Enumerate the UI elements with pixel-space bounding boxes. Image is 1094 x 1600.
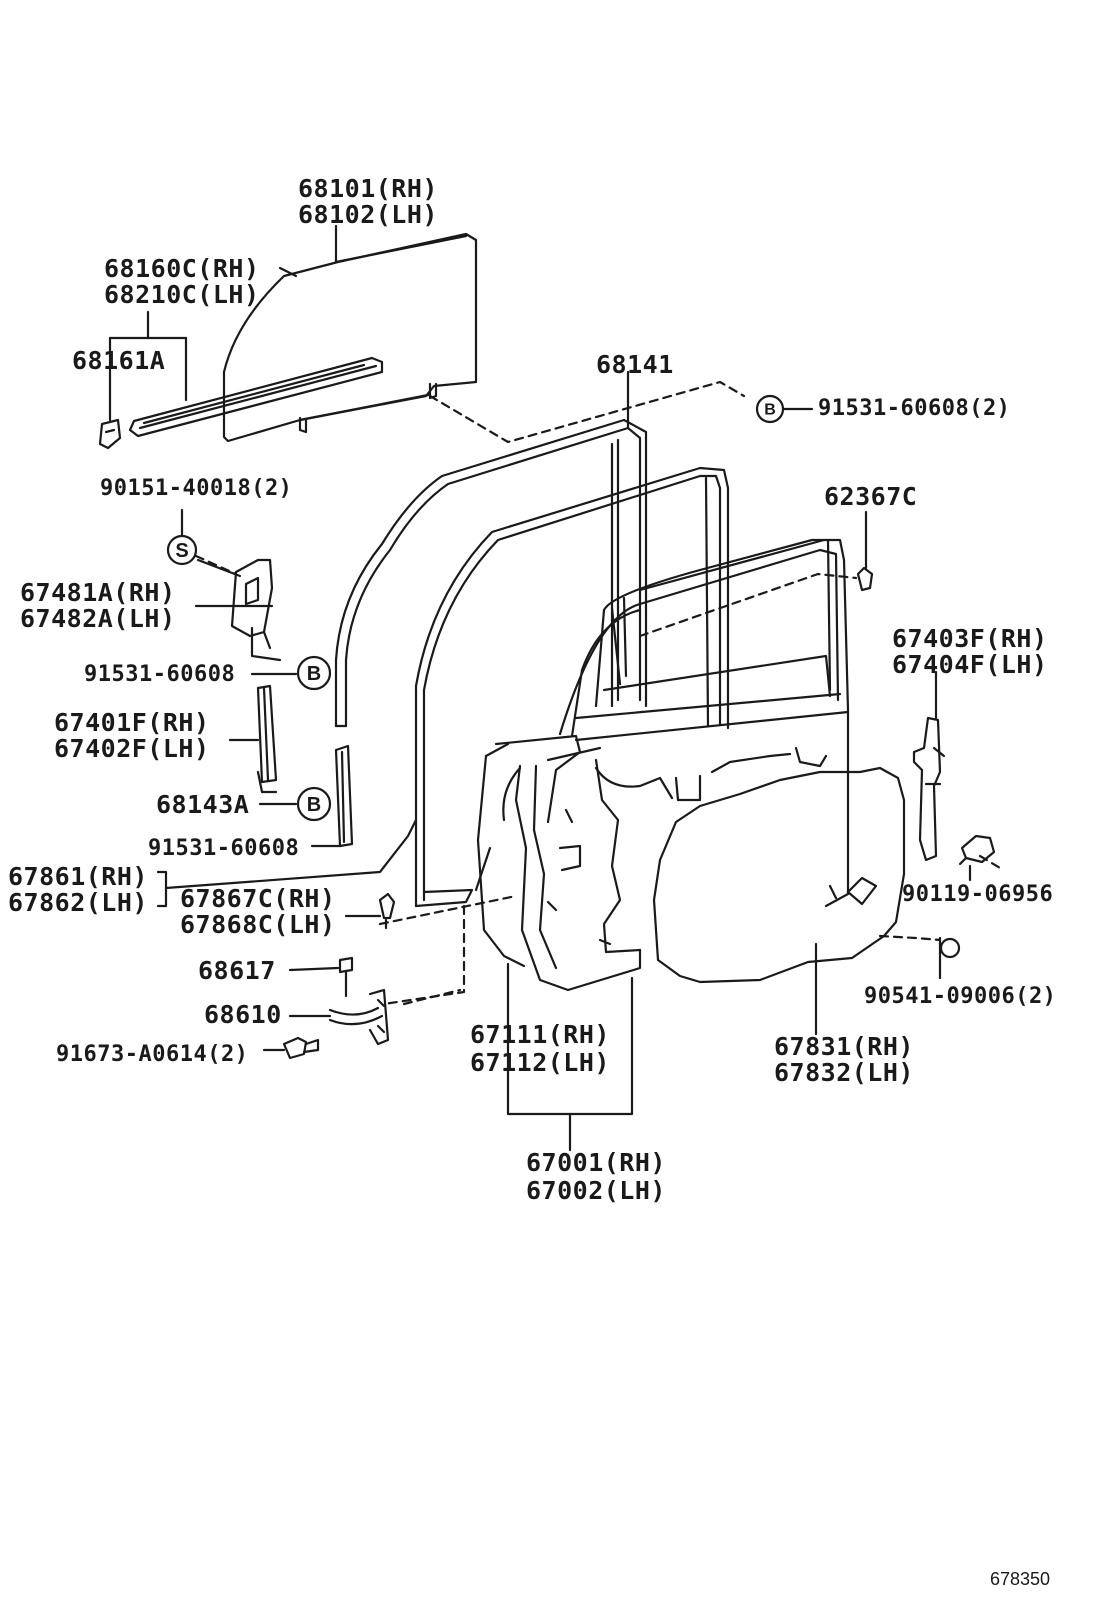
label-67402f: 67402F(LH) bbox=[54, 734, 210, 763]
door-glass bbox=[222, 232, 478, 443]
label-67481a: 67481A(RH) bbox=[20, 578, 176, 607]
door-hinge bbox=[328, 988, 390, 1046]
label-68610: 68610 bbox=[204, 1000, 282, 1029]
label-68160c: 68160C(RH) bbox=[104, 254, 260, 283]
label-67401f: 67401F(RH) bbox=[54, 708, 210, 737]
door-shell bbox=[474, 538, 850, 992]
plug-90541 bbox=[939, 937, 961, 959]
label-91531-low: 91531-60608 bbox=[148, 836, 300, 861]
callout-b-top-letter: B bbox=[764, 402, 776, 419]
lower-weatherstrip bbox=[334, 744, 354, 848]
label-67867c: 67867C(RH) bbox=[180, 884, 336, 913]
callout-b-top bbox=[755, 394, 785, 424]
callout-b-mid bbox=[296, 655, 332, 691]
clip-67867c bbox=[378, 892, 396, 930]
label-90151: 90151-40018(2) bbox=[100, 476, 293, 501]
label-67482a: 67482A(LH) bbox=[20, 604, 176, 633]
bracket-67403f bbox=[912, 670, 946, 862]
plug-62367c bbox=[856, 566, 874, 592]
callout-s-letter: S bbox=[175, 540, 188, 562]
trim-strip-67401f bbox=[256, 684, 278, 794]
callout-b-mid-letter: B bbox=[307, 663, 321, 685]
label-68141: 68141 bbox=[596, 350, 674, 379]
label-62367c: 62367C bbox=[824, 482, 918, 511]
label-91531-mid: 91531-60608 bbox=[84, 662, 236, 687]
glass-run-channel bbox=[128, 356, 384, 438]
label-68101: 68101(RH) bbox=[298, 174, 438, 203]
label-67861: 67861(RH) bbox=[8, 862, 148, 891]
catalog-number: 678350 bbox=[990, 1569, 1051, 1589]
label-67832: 67832(LH) bbox=[774, 1058, 914, 1087]
callout-b-low-letter: B bbox=[307, 794, 321, 816]
label-67002: 67002(LH) bbox=[526, 1176, 666, 1205]
label-68210c: 68210C(LH) bbox=[104, 280, 260, 309]
clip-68161a bbox=[98, 418, 122, 450]
callout-s bbox=[166, 534, 198, 566]
label-67403f: 67403F(RH) bbox=[892, 624, 1048, 653]
label-67831: 67831(RH) bbox=[774, 1032, 914, 1061]
label-67001: 67001(RH) bbox=[526, 1148, 666, 1177]
label-67862: 67862(LH) bbox=[8, 888, 148, 917]
service-hole-cover bbox=[652, 766, 906, 984]
door-weatherstrip bbox=[334, 370, 648, 728]
label-67111: 67111(RH) bbox=[470, 1020, 610, 1049]
label-67868c: 67868C(LH) bbox=[180, 910, 336, 939]
label-68102: 68102(LH) bbox=[298, 200, 438, 229]
label-68143a: 68143A bbox=[156, 790, 250, 819]
label-91673: 91673-A0614(2) bbox=[56, 1042, 249, 1067]
bracket-67481a bbox=[230, 558, 282, 662]
label-68161a: 68161A bbox=[72, 346, 166, 375]
screw-90119 bbox=[958, 834, 996, 866]
label-91531-top: 91531-60608(2) bbox=[818, 396, 1011, 421]
label-90119: 90119-06956 bbox=[902, 882, 1054, 907]
door-check-pin bbox=[338, 956, 354, 998]
label-68617: 68617 bbox=[198, 956, 276, 985]
label-67112: 67112(LH) bbox=[470, 1048, 610, 1077]
label-90541: 90541-09006(2) bbox=[864, 984, 1057, 1009]
hinge-bolt bbox=[282, 1036, 320, 1060]
label-67404f: 67404F(LH) bbox=[892, 650, 1048, 679]
inner-weatherstrip bbox=[414, 466, 730, 908]
callout-b-low bbox=[296, 786, 332, 822]
